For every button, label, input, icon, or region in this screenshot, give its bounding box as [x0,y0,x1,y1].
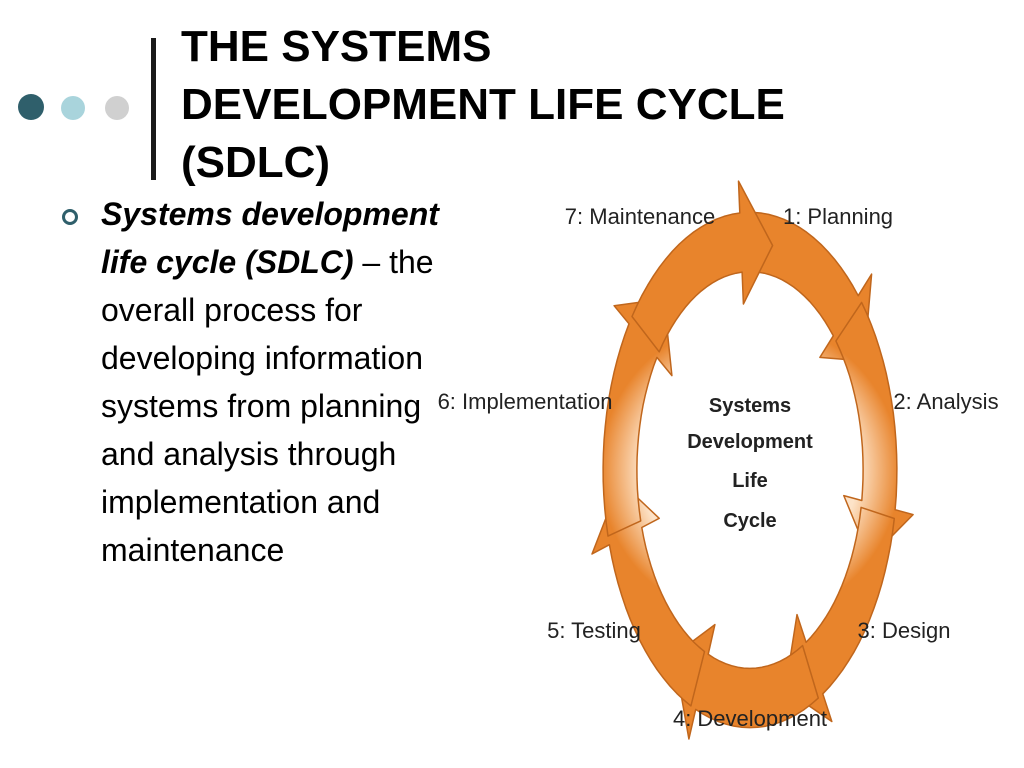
center-label-line: Cycle [723,510,776,532]
title-line: (SDLC) [181,138,331,187]
cycle-arrow [835,301,914,560]
cycle-arrow [673,623,820,740]
decorative-dot-gray [105,96,129,120]
bullet-text: Systems development life cycle (SDLC) – … [101,190,471,574]
slide-title: THE SYSTEMS DEVELOPMENT LIFE CYCLE (SDLC… [181,18,941,192]
stage-label-analysis: 2: Analysis [893,389,998,414]
cycle-arrow [784,506,896,723]
title-divider [151,38,156,180]
cycle-arrow [602,298,673,537]
decorative-dot-light [61,96,85,120]
stage-label-design: 3: Design [858,618,951,643]
bullet-icon [62,209,78,225]
stage-label-testing: 5: Testing [547,618,641,643]
cycle-arrow [744,211,873,362]
cycle-arrows [591,180,914,740]
title-line: DEVELOPMENT LIFE CYCLE [181,80,785,129]
center-label-line: Systems [709,395,791,417]
stage-label-implementation: 6: Implementation [438,389,613,414]
title-line: THE SYSTEMS [181,22,492,71]
center-label-line: Development [687,431,813,453]
stage-label-development: 4: Development [673,706,827,731]
stage-label-maintenance: 7: Maintenance [565,204,715,229]
cycle-arrow [591,480,706,707]
decorative-dot-dark [18,94,44,120]
bullet-term: Systems development life cycle (SDLC) [101,196,439,280]
cycle-arrow [631,180,774,353]
stage-label-planning: 1: Planning [783,204,893,229]
center-label-line: Life [732,470,768,492]
bullet-definition: – the overall process for developing inf… [101,244,434,568]
